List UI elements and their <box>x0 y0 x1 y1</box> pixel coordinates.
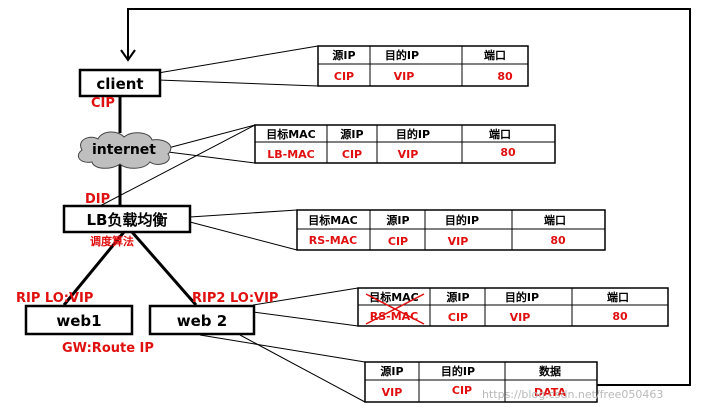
cloud-icon <box>77 131 172 169</box>
t5-header-src-ip: 源IP <box>380 364 403 378</box>
t1-header-dst-ip: 目的IP <box>385 48 419 62</box>
t4-val-dst-mac: RS-MAC <box>370 310 419 323</box>
strike-mark-icon <box>365 293 425 325</box>
t3-header-src-ip: 源IP <box>386 213 409 227</box>
return-path-line <box>127 8 691 386</box>
web1-node: web1 <box>24 304 134 336</box>
dip-label: DIP <box>85 192 110 207</box>
t1-val-src-ip: CIP <box>334 70 354 83</box>
t1-header-src-ip: 源IP <box>332 48 355 62</box>
t3-header-dst-ip: 目的IP <box>445 213 479 227</box>
connector-lines <box>99 45 366 403</box>
t3-val-dst-mac: RS-MAC <box>309 234 358 247</box>
t4-val-dst-ip: VIP <box>510 311 531 324</box>
return-path <box>120 8 691 386</box>
t5-header-dst-ip: 目的IP <box>441 364 475 378</box>
t5-val-data: DATA <box>534 386 566 399</box>
t3-val-dst-ip: VIP <box>448 235 469 248</box>
internet-label: internet <box>92 142 156 158</box>
rip1-label: RIP LO:VIP <box>16 291 93 306</box>
packet-table-5: 源IP 目的IP 数据 VIP CIP DATA <box>364 361 598 403</box>
t3-val-port: 80 <box>550 234 566 247</box>
t1-val-dst-ip: VIP <box>394 70 415 83</box>
t5-val-dst-ip: CIP <box>452 384 472 397</box>
packet-table-4: 目标MAC 源IP 目的IP 端口 RS-MAC CIP VIP 80 <box>357 287 669 327</box>
t4-header-dst-ip: 目的IP <box>505 290 539 304</box>
trunk-lines <box>62 96 198 306</box>
t4-header-dst-mac: 目标MAC <box>369 290 419 304</box>
packet-table-1: 源IP 目的IP 端口 CIP VIP 80 <box>317 45 529 87</box>
t2-val-port: 80 <box>500 146 516 159</box>
t2-header-dst-ip: 目的IP <box>396 127 430 141</box>
t1-header-port: 端口 <box>484 48 506 62</box>
t2-val-dst-mac: LB-MAC <box>267 148 315 161</box>
t2-header-src-ip: 源IP <box>340 127 363 141</box>
web1-label: web1 <box>56 312 101 330</box>
t4-val-src-ip: CIP <box>448 311 468 324</box>
t2-header-dst-mac: 目标MAC <box>266 127 316 141</box>
internet-cloud: internet <box>77 131 172 169</box>
t2-header-port: 端口 <box>489 127 511 141</box>
t3-header-port: 端口 <box>544 213 566 227</box>
cip-label: CIP <box>91 96 115 111</box>
lb-node: LB负载均衡 <box>62 204 192 234</box>
t4-header-src-ip: 源IP <box>446 290 469 304</box>
t2-val-src-ip: CIP <box>342 148 362 161</box>
packet-table-3: 目标MAC 源IP 目的IP 端口 RS-MAC CIP VIP 80 <box>296 209 606 251</box>
rip2-label: RIP2 LO:VIP <box>192 291 278 306</box>
t3-header-dst-mac: 目标MAC <box>308 213 358 227</box>
t1-val-port: 80 <box>497 70 513 83</box>
t3-val-src-ip: CIP <box>388 235 408 248</box>
t4-header-port: 端口 <box>607 290 629 304</box>
t5-header-data: 数据 <box>539 364 561 378</box>
packet-table-2: 目标MAC 源IP 目的IP 端口 LB-MAC CIP VIP 80 <box>254 124 556 164</box>
web2-label: web 2 <box>177 312 227 330</box>
client-node: client <box>78 68 162 98</box>
client-label: client <box>96 75 143 93</box>
t4-val-port: 80 <box>612 310 628 323</box>
return-arrow-icon <box>120 49 136 62</box>
lb-label: LB负载均衡 <box>87 211 168 229</box>
t5-val-src-ip: VIP <box>382 386 403 399</box>
watermark: https://blog.csdn.net/free050463 <box>482 388 663 401</box>
gw-label: GW:Route IP <box>62 341 154 356</box>
web2-node: web 2 <box>148 304 256 336</box>
t2-val-dst-ip: VIP <box>398 148 419 161</box>
sched-label: 调度算法 <box>90 234 134 248</box>
